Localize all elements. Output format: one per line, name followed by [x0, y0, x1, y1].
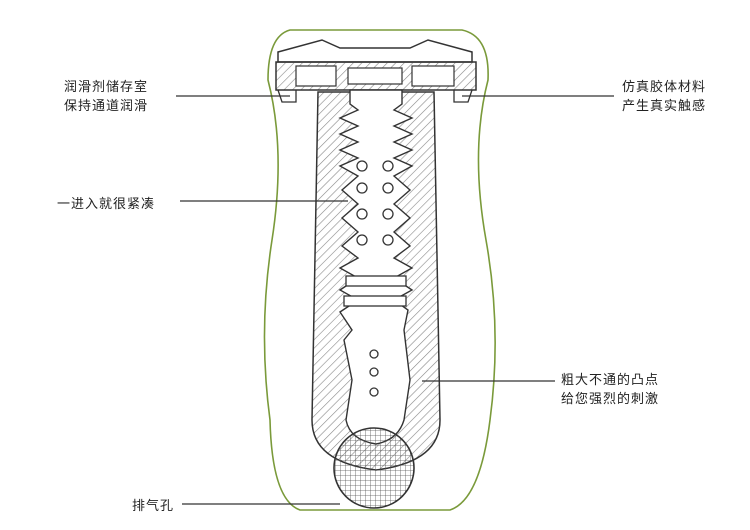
vent-ball: [333, 427, 415, 509]
ridge-bars: [343, 275, 407, 307]
label-raised-bumps: 粗大不通的凸点 给您强烈的刺激: [561, 373, 660, 407]
nub-holes: [356, 160, 394, 397]
outer-casing-outline: [263, 29, 496, 511]
label-vent-hole: 排气孔: [132, 499, 175, 514]
label-tight-entry: 一进入就很紧凑: [57, 197, 156, 212]
top-cap: [275, 39, 477, 103]
label-lubricant-chamber: 润滑剂储存室 保持通道润滑: [64, 80, 149, 114]
label-simulated-material: 仿真胶体材料 产生真实触感: [622, 80, 707, 114]
leader-lines: [176, 95, 614, 505]
